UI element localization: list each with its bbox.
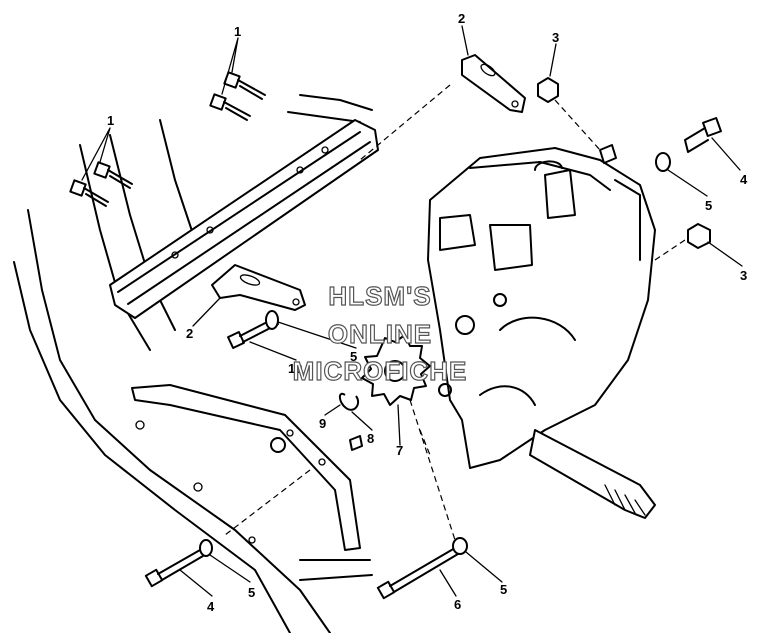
- callout-2-left: 2: [186, 326, 194, 341]
- bracket-lower: [211, 264, 306, 311]
- callout-2-top: 2: [458, 11, 466, 26]
- watermark-line-3: MICROFICHE: [292, 356, 468, 386]
- bolt-bottom-6: [376, 547, 459, 600]
- washer-bottom-right: [452, 537, 468, 555]
- nuts-washers: [199, 77, 711, 557]
- bolt-left-1: [93, 161, 133, 189]
- bracket-upper: [461, 54, 526, 113]
- callout-4-right: 4: [740, 172, 748, 187]
- washer-mid: [265, 310, 279, 330]
- alignment-lines: [224, 84, 686, 541]
- bolt-top-2: [209, 93, 251, 121]
- callout-5-mid: 5: [350, 349, 358, 364]
- key: [349, 435, 363, 451]
- callout-6: 6: [454, 597, 462, 612]
- frame-rails: [13, 94, 373, 633]
- callout-5-bottom-left: 5: [248, 585, 256, 600]
- callout-10: 10: [288, 361, 303, 376]
- nut-right: [687, 223, 711, 249]
- lock-washer: [338, 392, 360, 411]
- lower-bracket-plate: [131, 384, 361, 551]
- washer-bottom-left: [199, 539, 213, 557]
- bolt-right: [684, 117, 722, 153]
- nut-top: [537, 77, 559, 103]
- washer-right: [655, 152, 671, 172]
- callout-1-top: 1: [234, 24, 242, 39]
- sprocket: [361, 334, 431, 406]
- callout-7: 7: [396, 443, 404, 458]
- callout-1-left: 1: [107, 113, 115, 128]
- watermark-line-1: HLSM'S: [328, 281, 432, 311]
- callout-4-bottom: 4: [207, 599, 215, 614]
- transmission-housing: [427, 144, 656, 469]
- callout-3-right: 3: [740, 268, 748, 283]
- callout-9: 9: [319, 416, 327, 431]
- callout-3-top: 3: [552, 30, 560, 45]
- callout-5-bottom-right: 5: [500, 582, 508, 597]
- callout-8: 8: [367, 431, 375, 446]
- bolt-top-1: [223, 71, 266, 100]
- bolt-left-2: [69, 179, 109, 207]
- leader-lines: [81, 25, 743, 597]
- output-shaft: [529, 429, 656, 519]
- bolts: [69, 71, 722, 600]
- bolt-bottom-left: [144, 549, 204, 588]
- mounting-bracket-rail: [109, 119, 379, 319]
- callout-5-right: 5: [705, 198, 713, 213]
- watermark-line-2: ONLINE: [327, 319, 433, 349]
